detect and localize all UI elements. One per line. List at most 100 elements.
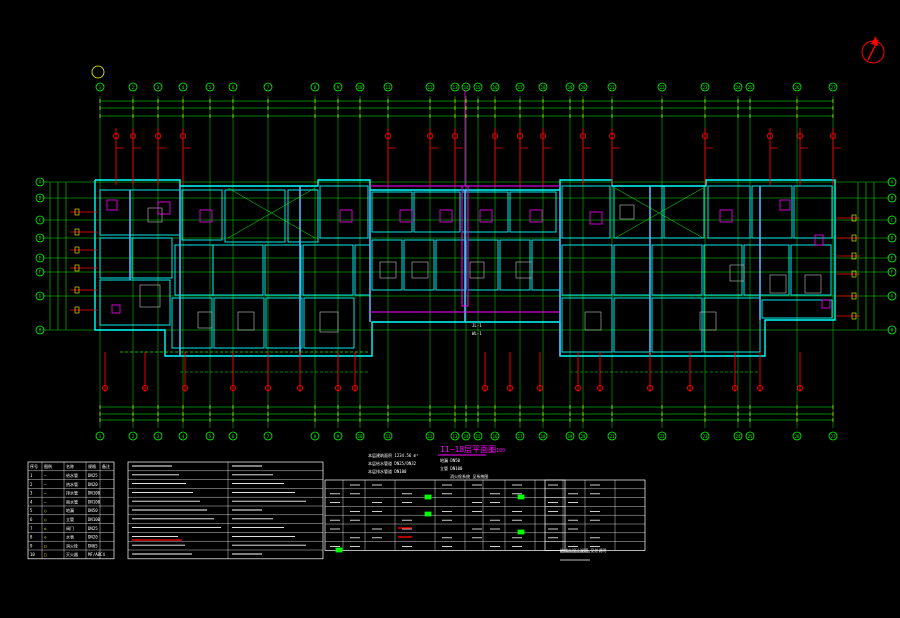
axis-bubble xyxy=(700,82,710,92)
riser-pipe-tag xyxy=(296,384,304,392)
axis-bubble-label: 12 xyxy=(428,85,433,90)
axis-bubble-label: F xyxy=(39,270,42,275)
riser-pipe-tag xyxy=(264,384,272,392)
axis-bubble-label: 5 xyxy=(209,85,212,90)
room-outline xyxy=(403,239,435,291)
legend-table-cell: 9 xyxy=(30,543,33,548)
axis-bubble-label: 1 xyxy=(99,434,102,439)
riser-pipe-tag xyxy=(141,384,149,392)
axis-bubble xyxy=(887,267,897,277)
sanitary-fixture xyxy=(529,209,543,223)
axis-bubble-label: 6 xyxy=(232,434,235,439)
room-outline xyxy=(129,189,181,236)
axis-bubble xyxy=(490,431,500,441)
sanitary-fixture xyxy=(439,209,453,223)
legend-table xyxy=(27,461,115,560)
riser-pipe-tag xyxy=(608,132,616,140)
legend-table-cell: 7 xyxy=(30,526,33,531)
axis-bubble-label: 24 xyxy=(736,85,741,90)
legend-table-cell: DN65 xyxy=(88,543,98,548)
sanitary-fixture xyxy=(106,199,118,211)
riser-pipe-tag xyxy=(179,132,187,140)
riser-pipe-tag xyxy=(796,132,804,140)
room-outline xyxy=(467,239,499,291)
riser-pipe-tag xyxy=(426,132,434,140)
room-outline xyxy=(790,244,832,296)
riser-pipe-tag xyxy=(384,132,392,140)
riser-pipe-tag xyxy=(829,132,837,140)
axis-bubble xyxy=(733,82,743,92)
axis-bubble-label: 18 xyxy=(541,434,546,439)
room-outline xyxy=(561,244,613,296)
axis-bubble-label: 4 xyxy=(182,85,185,90)
riser-pipe-tag xyxy=(646,384,654,392)
axis-bubble xyxy=(887,325,897,335)
legend-table-cell: DN25 xyxy=(88,473,98,478)
pipe-marker xyxy=(851,214,857,222)
axis-bubble xyxy=(473,82,483,92)
axis-bubble-label: 19 xyxy=(568,85,573,90)
axis-bubble xyxy=(383,82,393,92)
room-outline xyxy=(99,279,171,326)
legend-table-cell: — xyxy=(44,499,47,504)
sanitary-fixture xyxy=(479,209,493,223)
axis-bubble-label: 15 xyxy=(476,85,481,90)
axis-bubble xyxy=(35,291,45,301)
axis-bubble xyxy=(887,215,897,225)
axis-bubble-label: 7 xyxy=(267,85,270,90)
axis-bubble-label: 25 xyxy=(748,85,753,90)
room-outline xyxy=(561,185,611,239)
room-outline xyxy=(707,185,751,239)
furniture-fixture xyxy=(237,311,255,331)
room-outline xyxy=(663,185,705,239)
legend-table-cell: DN100 xyxy=(88,499,101,504)
axis-bubble-label: 8 xyxy=(314,85,317,90)
room-outline xyxy=(793,185,833,239)
legend-table-cell: 消火栓 xyxy=(66,542,78,548)
axis-bubble xyxy=(538,431,548,441)
legend-table-cell: DN100 xyxy=(88,491,101,496)
room-outline xyxy=(265,297,303,349)
legend-table-cell: DN20 xyxy=(88,482,98,487)
room-outline xyxy=(212,244,264,296)
furniture-fixture xyxy=(515,261,533,279)
sanitary-fixture xyxy=(589,211,603,225)
sanitary-fixture xyxy=(779,199,791,211)
legend-table-cell: — xyxy=(44,482,47,487)
room-outline xyxy=(651,297,703,353)
riser-pipe-tag xyxy=(491,132,499,140)
room-outline xyxy=(509,191,557,233)
building-outline xyxy=(94,179,836,357)
pipe-marker xyxy=(851,270,857,278)
riser-pipe-tag xyxy=(451,132,459,140)
axis-bubble xyxy=(425,431,435,441)
room-outline xyxy=(303,297,355,349)
axis-bubble xyxy=(515,431,525,441)
axis-bubble-label: 6 xyxy=(232,85,235,90)
axis-bubble-label: D xyxy=(891,236,894,241)
furniture-fixture xyxy=(139,284,161,308)
axis-bubble xyxy=(792,82,802,92)
room-outline xyxy=(613,244,651,296)
axis-bubble xyxy=(35,193,45,203)
legend-table-cell: DN20 xyxy=(88,535,98,540)
room-outline xyxy=(531,239,561,291)
axis-bubble xyxy=(538,82,548,92)
axis-bubble-label: G xyxy=(891,294,894,299)
legend-table-cell: 水表 xyxy=(66,534,74,540)
axis-bubble xyxy=(607,431,617,441)
room-outline xyxy=(171,297,213,349)
axis-bubble-label: 24 xyxy=(736,434,741,439)
axis-bubble-label: 13 xyxy=(453,434,458,439)
room-outline xyxy=(302,244,354,296)
room-outline xyxy=(743,244,790,296)
legend-table-cell: 阀门 xyxy=(66,525,74,531)
room-outline xyxy=(613,185,663,239)
axis-bubble-label: 17 xyxy=(518,85,523,90)
axis-bubble-label: 20 xyxy=(581,434,586,439)
axis-bubble xyxy=(128,82,138,92)
legend-table-cell: 5 xyxy=(30,508,33,513)
sanitary-fixture xyxy=(719,209,733,223)
furniture-fixture xyxy=(319,311,339,333)
axis-bubble-label: E xyxy=(891,256,894,261)
